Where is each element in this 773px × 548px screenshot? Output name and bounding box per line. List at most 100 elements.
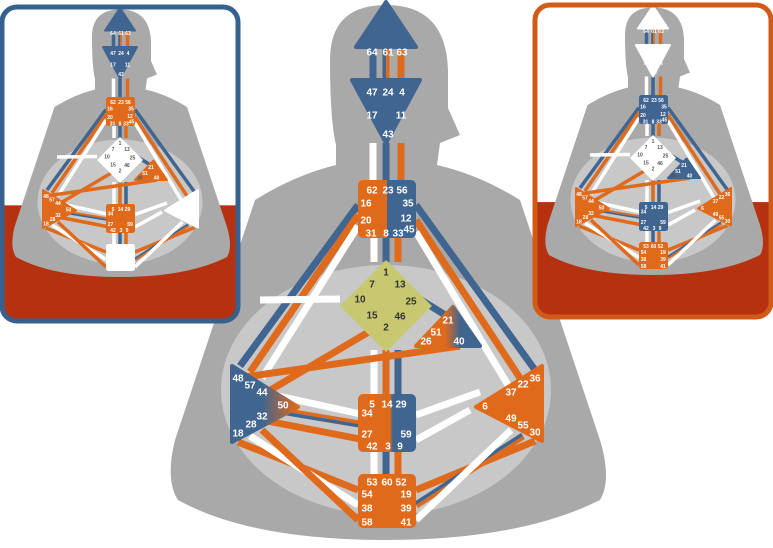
gate-number: 30 <box>192 221 198 227</box>
gate-number: 46 <box>124 163 130 169</box>
gate-number: 13 <box>124 147 130 153</box>
gate-number: 11 <box>125 62 131 68</box>
gate-number: 23 <box>118 100 124 106</box>
channel-line <box>57 215 110 229</box>
gate-number: 45 <box>403 225 415 236</box>
gate-number: 63 <box>658 29 664 35</box>
gate-number: 18 <box>576 219 582 225</box>
solar-plexus-center <box>697 187 732 227</box>
gate-number: 39 <box>127 259 133 265</box>
channel-line <box>666 106 729 192</box>
channel-line <box>133 116 189 197</box>
channel-line <box>583 111 641 192</box>
gate-number: 56 <box>396 186 408 197</box>
channel-line <box>414 388 482 419</box>
gate-number: 8 <box>652 119 655 125</box>
gate-number: 33 <box>656 119 662 125</box>
spleen-center <box>575 187 610 227</box>
channel-line <box>589 152 631 157</box>
gate-number: 45 <box>129 119 135 125</box>
gate-number: 30 <box>529 428 541 439</box>
spleen-center <box>230 364 300 444</box>
gate-number: 38 <box>361 504 373 515</box>
root-center <box>358 474 416 528</box>
gate-number: 9 <box>397 442 403 453</box>
gate-number: 61 <box>651 29 657 35</box>
gate-number: 53 <box>366 478 378 489</box>
gate-number: 42 <box>110 228 116 234</box>
channel-line <box>666 114 722 195</box>
channel-line <box>666 120 716 199</box>
gate-number: 22 <box>517 380 529 391</box>
throat-center <box>358 180 416 238</box>
gate-number: 57 <box>244 381 256 392</box>
gate-number: 45 <box>662 117 668 123</box>
channel-line <box>133 108 196 194</box>
ajna-center <box>102 46 138 80</box>
gate-number: 28 <box>583 215 589 221</box>
gate-number: 31 <box>110 121 116 127</box>
gate-number: 23 <box>382 186 394 197</box>
channel-line <box>589 218 641 267</box>
channel-line <box>134 210 163 229</box>
head-center <box>104 7 136 32</box>
gate-number: 27 <box>641 220 647 226</box>
gate-number: 41 <box>400 518 412 529</box>
gate-number: 37 <box>713 199 719 205</box>
gate-number: 23 <box>651 98 657 104</box>
gate-number: 10 <box>104 154 110 160</box>
gate-number: 41 <box>127 266 133 272</box>
gate-number: 15 <box>643 160 649 166</box>
gate-number: 5 <box>645 205 648 211</box>
gate-number: 3 <box>653 226 656 232</box>
gate-number: 17 <box>110 62 116 68</box>
gate-number: 11 <box>396 111 407 122</box>
channel-line <box>667 199 701 215</box>
spleen-center <box>42 189 77 229</box>
gate-number: 41 <box>660 264 666 270</box>
gate-number: 19 <box>127 252 133 258</box>
gate-number: 32 <box>256 412 268 423</box>
gate-number: 54 <box>641 250 647 256</box>
gate-number: 18 <box>43 221 49 227</box>
gate-number: 12 <box>400 214 412 225</box>
gate-number: 9 <box>126 228 129 234</box>
gate-number: 48 <box>43 194 49 200</box>
channel-line <box>133 122 183 201</box>
gate-number: 18 <box>232 429 244 440</box>
gate-number: 6 <box>701 206 704 212</box>
gate-number: 2 <box>652 166 655 172</box>
gate-number: 36 <box>192 194 198 200</box>
gate-number: 9 <box>659 226 662 232</box>
channel-line <box>667 208 696 227</box>
gate-number: 58 <box>361 518 373 529</box>
gate-number: 35 <box>128 106 134 112</box>
gate-number: 58 <box>108 266 114 272</box>
gate-number: 38 <box>108 259 114 265</box>
gate-number: 47 <box>110 51 116 57</box>
gate-number: 32 <box>55 213 61 219</box>
gate-number: 26 <box>670 173 676 179</box>
g-center <box>340 260 432 352</box>
gate-number: 46 <box>657 161 663 167</box>
gate-number: 4 <box>660 49 663 55</box>
gate-number: 29 <box>395 400 407 411</box>
gate-number: 27 <box>108 222 114 228</box>
channel-line <box>413 427 514 523</box>
gate-number: 34 <box>641 209 647 215</box>
gate-number: 47 <box>366 88 378 99</box>
head-center <box>637 5 669 30</box>
channel-line <box>259 427 361 523</box>
gate-number: 34 <box>361 409 373 420</box>
gate-number: 60 <box>651 244 657 250</box>
solar-plexus-center <box>474 364 544 443</box>
gate-number: 5 <box>369 400 375 411</box>
gate-number: 33 <box>123 121 129 127</box>
gate-number: 43 <box>651 70 657 76</box>
gate-number: 38 <box>641 257 647 263</box>
channel-line <box>56 220 108 269</box>
channel-line <box>133 220 184 269</box>
gate-number: 61 <box>118 31 124 37</box>
